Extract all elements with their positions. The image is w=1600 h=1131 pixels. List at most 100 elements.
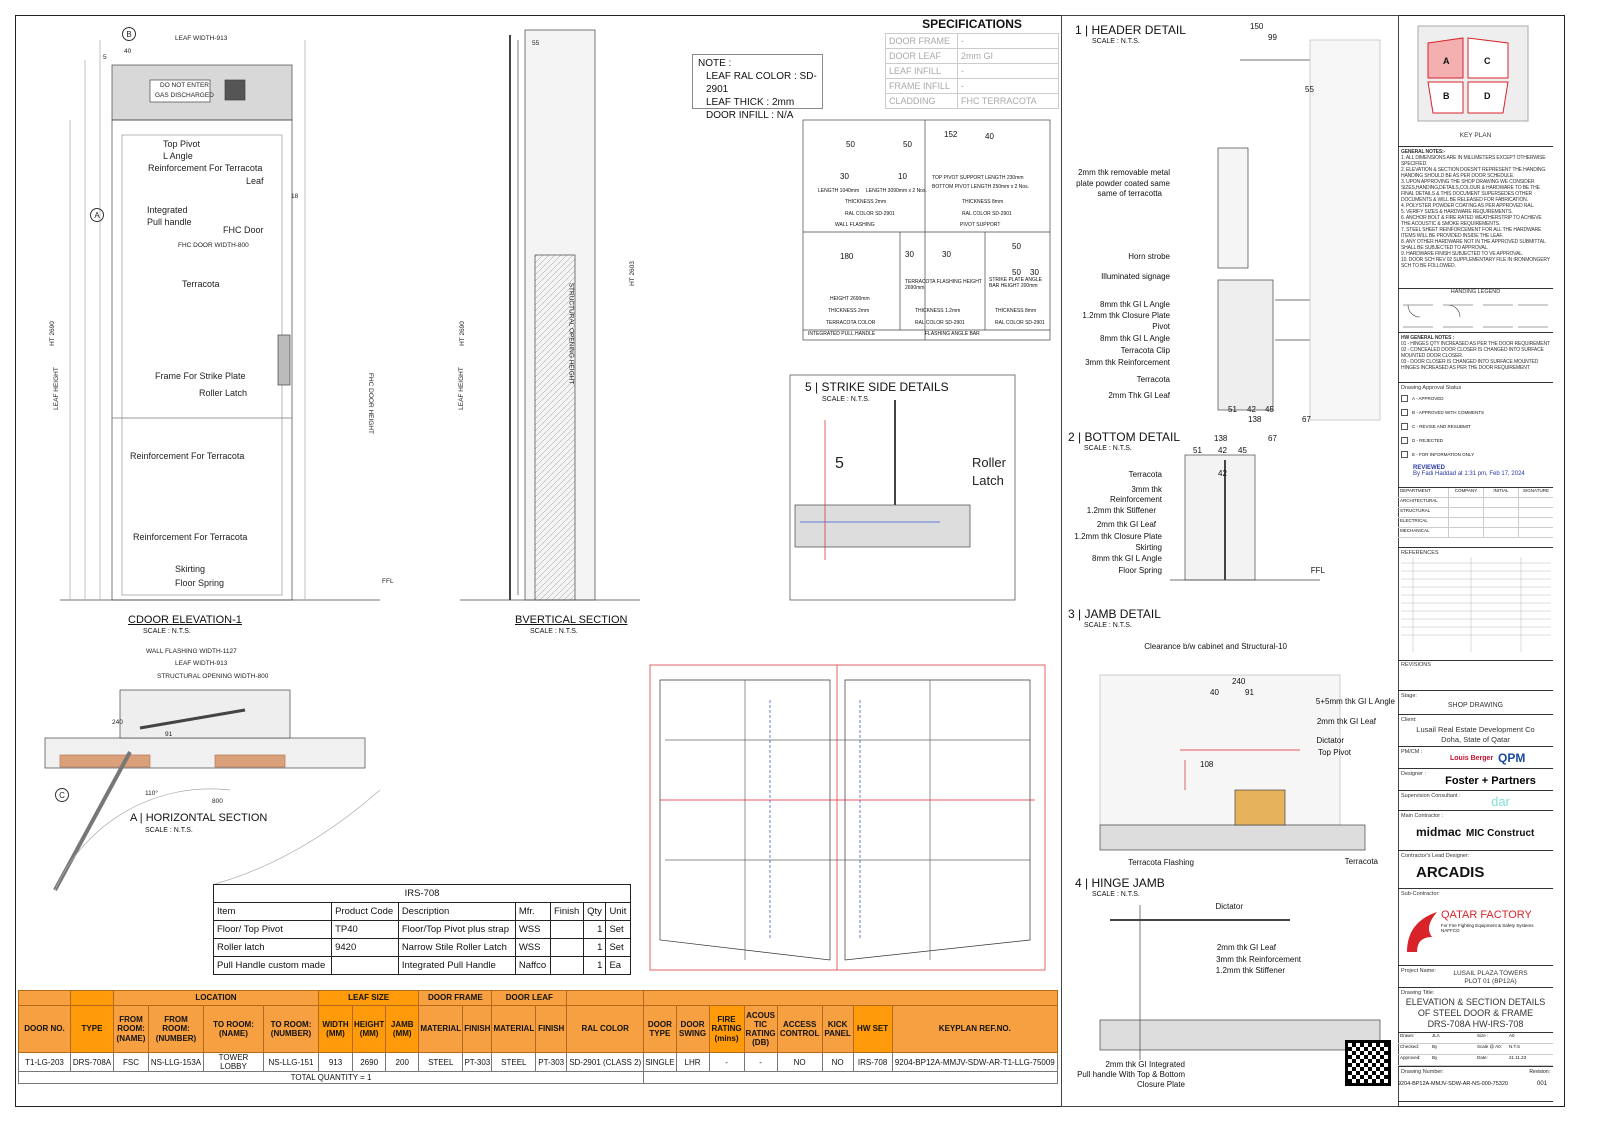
approval-checkbox[interactable] <box>1401 451 1408 459</box>
stage: SHOP DRAWING <box>1447 702 1504 709</box>
flashing-label: THICKNESS 8mm <box>962 199 1004 205</box>
label: Revision: <box>1529 1069 1550 1075</box>
detail-dim: 99 <box>1268 33 1277 42</box>
irs-cell <box>549 920 585 939</box>
discipline-row: ARCHITECTURAL <box>1398 498 1553 508</box>
schedule-cell: 9204-BP12A-MMJV-SDW-AR-T1-LLG-75009 <box>891 1051 1059 1073</box>
qpm-logo: QPM <box>1498 751 1526 765</box>
group-blank <box>566 990 645 1006</box>
flashing-label: RAL COLOR SD-2901 <box>845 211 895 217</box>
supervision-block: Supervision Consultant :dar <box>1398 790 1553 810</box>
elevation-label: Reinforcement For Terracota <box>148 163 263 173</box>
approval-checkbox[interactable] <box>1401 395 1408 403</box>
drawing-number: 9204-BP12A-MMJV-SDW-AR-NS-000-75320 <box>1398 1081 1508 1087</box>
elevation-label: L Angle <box>163 151 193 161</box>
louis-berger-logo: Louis Berger <box>1450 755 1494 762</box>
project: PLOT 01 (BP12A) <box>1464 978 1517 985</box>
qatar-factory-logo: QATAR FACTORY <box>1441 909 1532 921</box>
irs-cell: Integrated Pull Handle <box>397 956 516 975</box>
discipline: ELECTRICAL <box>1400 518 1428 523</box>
bottom-detail-title: 2 | BOTTOM DETAIL <box>1068 430 1181 444</box>
irs-cell: Set <box>605 920 631 939</box>
detail-label: 3mm thk Reinforcement <box>1216 955 1301 964</box>
detail-label: Pull handle With Top & Bottom <box>1077 1070 1185 1079</box>
group-blank <box>18 990 71 1006</box>
reviewed: REVIEWED <box>1413 465 1446 471</box>
client: Lusail Real Estate Development Co <box>1416 725 1535 734</box>
sign-text: GAS DISCHARGED <box>155 92 214 99</box>
dim: STRUCTURAL OPENING WIDTH-800 <box>157 673 269 680</box>
drawing-number-block: Drawing Number: Revision: 9204-BP12A-MMJ… <box>1398 1066 1553 1102</box>
spec-value: - <box>957 33 1059 49</box>
elevation-label: Pull handle <box>147 217 192 227</box>
group-door-leaf: DOOR LEAF <box>491 990 568 1006</box>
approval-checkbox[interactable] <box>1401 423 1408 431</box>
elevation-dim-label: LEAF HEIGHT <box>52 367 60 410</box>
irs-cell: Floor/ Top Pivot <box>212 920 333 939</box>
irs-cell: WSS <box>514 938 551 957</box>
label: Project Name: <box>1401 968 1436 974</box>
hw-note: 02 - CONCEALED DOOR CLOSER IS CHANGED IN… <box>1401 347 1544 359</box>
detail-label: 5+5mm thk GI L Angle <box>1315 697 1395 706</box>
label: Sub-Contractor: <box>1401 891 1440 897</box>
vertical-dim-label: LEAF HEIGHT <box>457 367 465 410</box>
label: Main Contractor : <box>1401 813 1444 819</box>
flashing-label: STRIKE PLATE ANGLE BAR HEIGHT 200mm <box>989 277 1042 289</box>
irs-cell: Narrow Stile Roller Latch <box>397 938 516 957</box>
hw-note: 01 - HINGES QTY INCREASED AS PER THE DOO… <box>1401 341 1550 347</box>
spec-value: FHC TERRACOTA <box>957 93 1059 109</box>
detail-label: Terracota Flashing <box>1128 858 1194 867</box>
meta-cell: Approved: <box>1400 1055 1421 1060</box>
approval-checkbox[interactable] <box>1401 437 1408 445</box>
detail-label: 1.2mm thk Closure Plate <box>1074 532 1162 541</box>
schedule-header: DOOR NO. <box>18 1005 71 1053</box>
general-note: 10. DOOR SCH REV 02 SUPPLEMENTARY FILE I… <box>1401 257 1550 269</box>
elevation-label: Integrated <box>147 205 188 215</box>
detail-label: Terracota <box>1128 470 1162 479</box>
flashing-label: FLASHING ANGLE BAR <box>925 331 980 337</box>
spec-row: FRAME INFILL- <box>885 78 1059 94</box>
spec-value: - <box>957 78 1059 94</box>
flashing-label: TERRACOTA FLASHING HEIGHT 2690mm <box>905 279 982 291</box>
schedule-cell: 200 <box>385 1051 420 1073</box>
revisions-title: REVISIONS <box>1401 662 1431 668</box>
general-note: 2. ELEVATION & SECTION DOESN'T REPRESENT… <box>1401 167 1547 179</box>
flashing-label: RAL COLOR SD-2901 <box>915 320 965 326</box>
irs-title: IRS-708 <box>213 884 631 903</box>
schedule-cell: T1-LG-203 <box>18 1051 71 1073</box>
approval-label: A - APPROVED <box>1412 396 1444 402</box>
irs-cell: Pull Handle custom made <box>212 956 333 975</box>
elevation-label: Floor Spring <box>175 578 225 588</box>
flashing-label: TOP PIVOT SUPPORT LENGTH 230mm <box>932 175 1024 181</box>
detail-label: 3mm thk <box>1131 485 1162 494</box>
flashing-label: THICKNESS 1.2mm <box>915 308 961 314</box>
elevation-dim-label: LEAF WIDTH-913 <box>175 35 228 42</box>
dim: 40 <box>124 48 132 55</box>
schedule-cell: TOWER LOBBY <box>203 1051 264 1073</box>
flashing-label: THICKNESS 2mm <box>828 308 870 314</box>
irs-cell: WSS <box>514 920 551 939</box>
drawing-title: OF STEEL DOOR & FRAME <box>1417 1008 1534 1018</box>
discipline-col <box>1448 518 1483 527</box>
irs-header: Description <box>397 902 516 921</box>
approval-checkbox[interactable] <box>1401 409 1408 417</box>
group-location: LOCATION <box>113 990 319 1006</box>
detail-label: 3mm thk Reinforcement <box>1085 358 1170 367</box>
title: DOOR ELEVATION-1 <box>135 614 242 626</box>
midmac-logo: midmac <box>1416 825 1462 839</box>
qr-code <box>1345 1040 1391 1086</box>
zone: A <box>1443 56 1450 66</box>
schedule-header: DOOR SWING <box>675 1005 710 1053</box>
strike-label: Latch <box>972 473 1004 488</box>
note-line: LEAF RAL COLOR : SD-2901 <box>706 71 817 95</box>
meta-cell: N.T.S <box>1509 1044 1521 1049</box>
schedule-header: RAL COLOR <box>566 1005 645 1053</box>
discipline-col <box>1483 528 1518 537</box>
scale: SCALE : N.T.S. <box>1092 891 1140 898</box>
discipline-row: STRUCTURAL <box>1398 508 1553 518</box>
